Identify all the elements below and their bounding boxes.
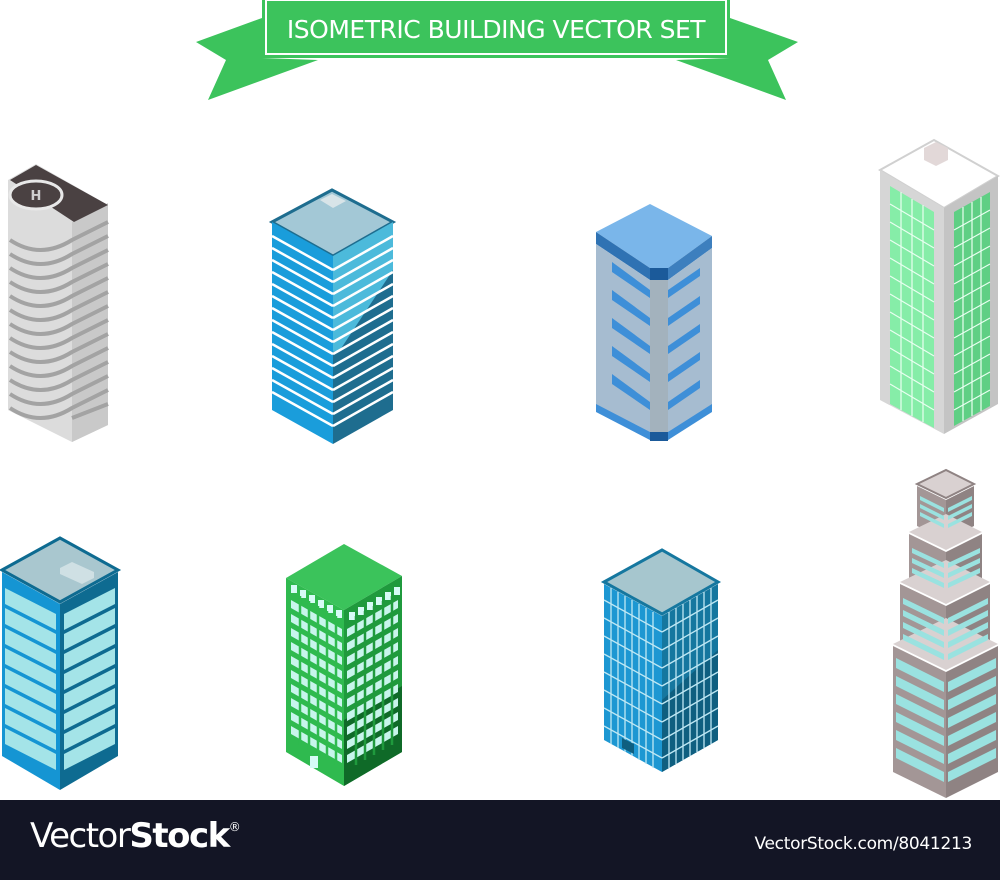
banner-title: ISOMETRIC BUILDING VECTOR SET <box>286 14 706 44</box>
building-blue-curtain-wall-tower <box>600 548 722 772</box>
registered-mark: ® <box>228 820 241 834</box>
vectorstock-logo: VectorStock® <box>30 816 241 856</box>
title-banner <box>196 0 798 100</box>
building-blue-balcony-tower <box>596 204 712 441</box>
building-green-grid-office <box>286 544 402 786</box>
helipad-h-icon: H <box>31 189 42 204</box>
building-green-glass-tower <box>877 138 1000 434</box>
logo-bold-text: Stock <box>129 816 230 856</box>
building-stepped-skyscraper <box>893 468 998 798</box>
watermark-footer: VectorStock® VectorStock.com/8041213 <box>0 800 1000 880</box>
image-url: VectorStock.com/8041213 <box>754 834 973 854</box>
building-gray-helipad-tower: H <box>8 164 109 442</box>
illustration-canvas: H <box>0 0 1000 798</box>
building-blue-striped-tower <box>268 188 397 444</box>
building-blue-office-block <box>0 536 122 790</box>
logo-light-text: Vector <box>30 816 131 856</box>
